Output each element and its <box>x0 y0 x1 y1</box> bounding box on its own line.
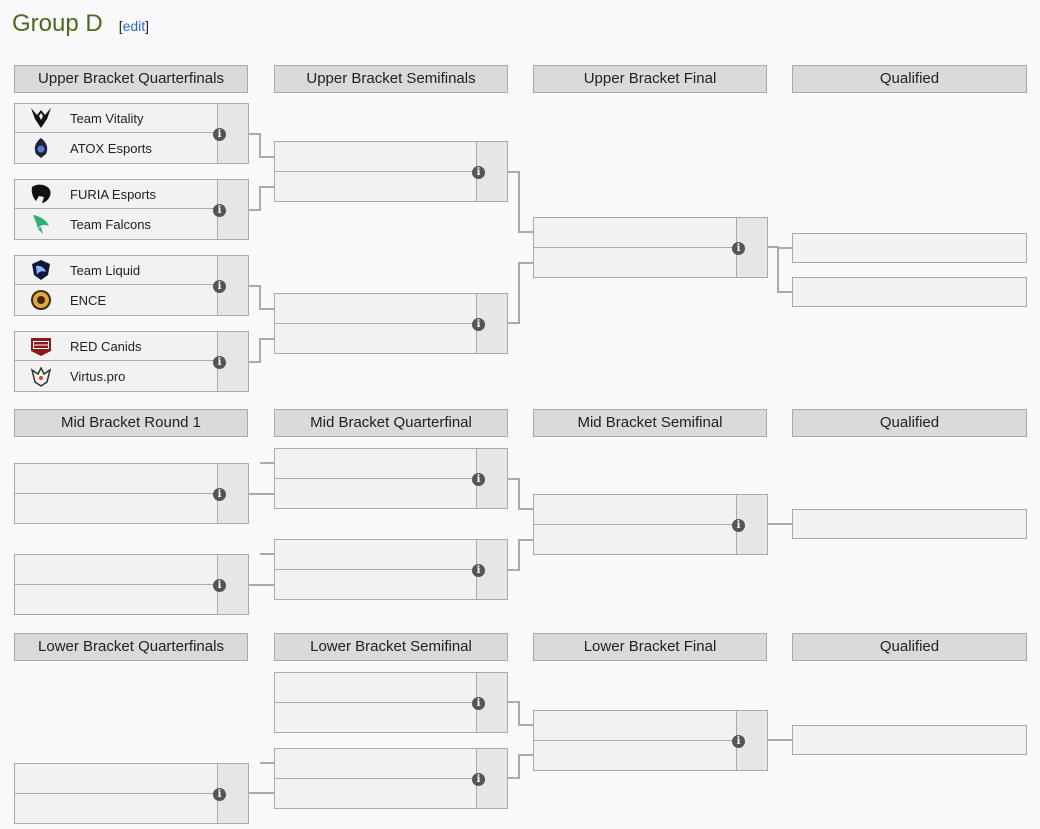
qualified-slot-upper-1 <box>792 233 1027 263</box>
header-mid-qualified: Qualified <box>792 409 1027 437</box>
team-falcons-logo-icon <box>33 215 49 234</box>
team-slot: Team Liquid <box>15 256 219 285</box>
team-name: FURIA Esports <box>70 187 156 202</box>
header-upper-qf: Upper Bracket Quarterfinals <box>14 65 248 93</box>
team-name: RED Canids <box>70 339 142 354</box>
match-mid-qf-2[interactable]: i <box>274 539 508 600</box>
furia-esports-logo-icon <box>31 184 51 203</box>
qualified-slot-upper-2 <box>792 277 1027 307</box>
team-slot: Team Vitality <box>15 104 219 133</box>
match-upper-qf-4[interactable]: RED Canids Virtus.pro i <box>14 331 249 392</box>
match-lower-qf-1[interactable]: i <box>14 763 249 824</box>
match-mid-r1-1[interactable]: i <box>14 463 249 524</box>
info-icon[interactable]: i <box>732 242 745 255</box>
match-upper-qf-3[interactable]: Team Liquid ENCE i <box>14 255 249 316</box>
info-icon[interactable]: i <box>213 788 226 801</box>
info-icon[interactable]: i <box>472 318 485 331</box>
match-upper-sf-1[interactable]: i <box>274 141 508 202</box>
team-name: Team Liquid <box>70 263 141 278</box>
match-upper-sf-2[interactable]: i <box>274 293 508 354</box>
header-mid-r1: Mid Bracket Round 1 <box>14 409 248 437</box>
virtus-pro-logo-icon <box>30 366 52 387</box>
info-icon[interactable]: i <box>213 356 226 369</box>
match-mid-sf[interactable]: i <box>533 494 768 555</box>
header-lower-sf: Lower Bracket Semifinal <box>274 633 508 661</box>
edit-section: [edit] <box>118 18 150 34</box>
team-vitality-logo-icon <box>31 108 51 128</box>
team-slot: Virtus.pro <box>15 362 219 391</box>
match-mid-r1-2[interactable]: i <box>14 554 249 615</box>
header-upper-qualified: Qualified <box>792 65 1027 93</box>
info-icon[interactable]: i <box>472 773 485 786</box>
info-icon[interactable]: i <box>213 204 226 217</box>
info-icon[interactable]: i <box>213 128 226 141</box>
team-name: ATOX Esports <box>70 141 152 156</box>
info-icon[interactable]: i <box>213 280 226 293</box>
team-name: Team Falcons <box>70 217 151 232</box>
match-lower-sf-2[interactable]: i <box>274 748 508 809</box>
ence-logo-icon <box>31 290 51 310</box>
team-slot: RED Canids <box>15 332 219 361</box>
info-icon[interactable]: i <box>213 488 226 501</box>
team-name: ENCE <box>70 293 107 308</box>
header-upper-final: Upper Bracket Final <box>533 65 767 93</box>
team-slot: Team Falcons <box>15 210 219 239</box>
atox-esports-logo-icon <box>34 138 48 158</box>
header-lower-final: Lower Bracket Final <box>533 633 767 661</box>
edit-link[interactable]: edit <box>122 18 146 34</box>
match-upper-qf-1[interactable]: Team Vitality ATOX Esports i <box>14 103 249 164</box>
match-upper-final[interactable]: i <box>533 217 768 278</box>
info-icon[interactable]: i <box>472 564 485 577</box>
info-icon[interactable]: i <box>213 579 226 592</box>
team-slot: FURIA Esports <box>15 180 219 209</box>
team-name: Team Vitality <box>70 111 144 126</box>
team-slot: ENCE <box>15 286 219 315</box>
page-heading: Group D [edit] <box>12 10 149 38</box>
info-icon[interactable]: i <box>472 166 485 179</box>
qualified-slot-mid <box>792 509 1027 539</box>
team-liquid-logo-icon <box>32 260 50 280</box>
header-upper-sf: Upper Bracket Semifinals <box>274 65 508 93</box>
red-canids-logo-icon <box>31 338 51 356</box>
match-mid-qf-1[interactable]: i <box>274 448 508 509</box>
header-lower-qf: Lower Bracket Quarterfinals <box>14 633 248 661</box>
info-icon[interactable]: i <box>732 519 745 532</box>
header-mid-qf: Mid Bracket Quarterfinal <box>274 409 508 437</box>
match-lower-final[interactable]: i <box>533 710 768 771</box>
info-icon[interactable]: i <box>472 473 485 486</box>
qualified-slot-lower <box>792 725 1027 755</box>
header-mid-sf: Mid Bracket Semifinal <box>533 409 767 437</box>
match-lower-sf-1[interactable]: i <box>274 672 508 733</box>
team-name: Virtus.pro <box>70 369 126 384</box>
match-upper-qf-2[interactable]: FURIA Esports Team Falcons i <box>14 179 249 240</box>
page-title: Group D <box>12 10 103 37</box>
info-icon[interactable]: i <box>472 697 485 710</box>
team-slot: ATOX Esports <box>15 134 219 163</box>
info-icon[interactable]: i <box>732 735 745 748</box>
header-lower-qualified: Qualified <box>792 633 1027 661</box>
